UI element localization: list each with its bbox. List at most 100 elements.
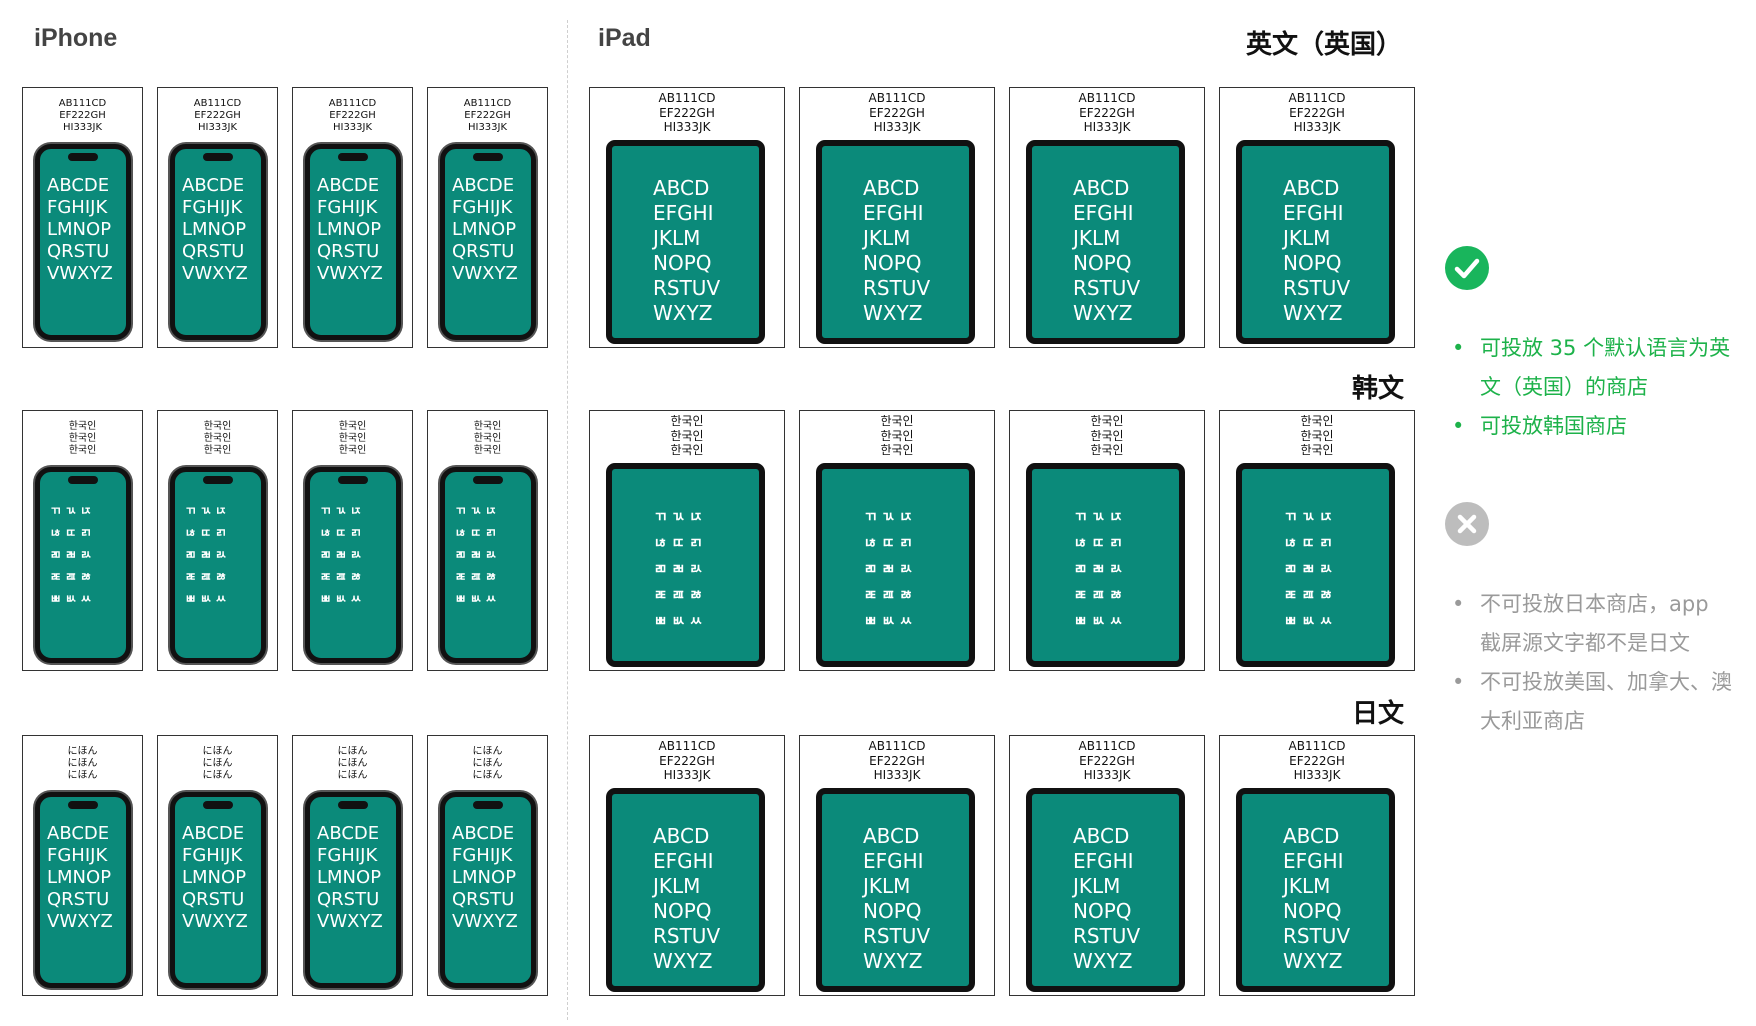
screen-text-line: NOPQ bbox=[1073, 899, 1132, 923]
denied-stores-list: 不可投放日本商店，app 截屏源文字都不是日文 不可投放美国、加拿大、澳大利亚商… bbox=[1446, 585, 1736, 741]
screen-text-line: ㄶ ㄸ ㄺ bbox=[455, 526, 497, 540]
screen-text-line: LMNOP bbox=[452, 219, 517, 240]
screen-text-line: RSTUV bbox=[653, 924, 721, 948]
screen-text-line: ㄶ ㄸ ㄺ bbox=[864, 536, 913, 552]
screen-text-line: WXYZ bbox=[863, 301, 923, 325]
caption-line: にほん bbox=[202, 746, 233, 757]
x-circle-icon bbox=[1445, 502, 1489, 546]
screen-text-line: ㄻ ㄼ ㄽ bbox=[50, 548, 92, 562]
caption-line: にほん bbox=[337, 770, 368, 781]
screen-text-line: ㄲ ㄳ ㄵ bbox=[185, 504, 227, 518]
caption-line: HI333JK bbox=[873, 768, 921, 782]
caption-line: 한국인 bbox=[670, 428, 704, 443]
iphone-heading: iPhone bbox=[34, 24, 118, 52]
caption-line: にほん bbox=[337, 746, 368, 757]
screen-text-line: QRSTU bbox=[317, 241, 380, 262]
caption-line: HI333JK bbox=[62, 122, 103, 133]
screen-text-line: EFGHI bbox=[1283, 201, 1344, 225]
screen-text-line: LMNOP bbox=[47, 219, 112, 240]
screen-text-line: RSTUV bbox=[653, 276, 721, 300]
screen-text-line: ㅃ ㅄ ㅆ bbox=[50, 592, 92, 606]
screen-text-line: ㅃ ㅄ ㅆ bbox=[1284, 614, 1333, 630]
caption-line: AB111CD bbox=[1288, 739, 1346, 753]
caption-line: AB111CD bbox=[868, 739, 926, 753]
notch bbox=[68, 476, 98, 484]
caption-line: 한국인 bbox=[1300, 443, 1334, 457]
caption-line: 한국인 bbox=[338, 433, 367, 444]
caption-line: 한국인 bbox=[880, 414, 914, 428]
screen-text-line: ㅃ ㅄ ㅆ bbox=[864, 614, 913, 630]
screen-text-line: WXYZ bbox=[1283, 301, 1343, 325]
caption-line: 한국인 bbox=[473, 421, 502, 432]
caption-line: にほん bbox=[67, 770, 98, 781]
caption-line: EF222GH bbox=[329, 110, 376, 121]
screen-text-line: RSTUV bbox=[863, 924, 931, 948]
caption-line: 한국인 bbox=[338, 421, 367, 432]
screen-text-line: NOPQ bbox=[653, 899, 712, 923]
caption-line: HI333JK bbox=[1083, 768, 1131, 782]
screen-text-line: VWXYZ bbox=[317, 263, 383, 284]
notch bbox=[473, 476, 503, 484]
screen-text-line: ABCDE bbox=[317, 823, 380, 844]
screen-text-line: QRSTU bbox=[47, 241, 110, 262]
screen-text-line: ㄶ ㄸ ㄺ bbox=[1074, 536, 1123, 552]
screen-text-line: ㄲ ㄳ ㄵ bbox=[1074, 510, 1123, 526]
caption-line: HI333JK bbox=[1083, 120, 1131, 134]
screen-text-line: ㄶ ㄸ ㄺ bbox=[654, 536, 703, 552]
screen-text-line: EFGHI bbox=[1283, 849, 1344, 873]
screen-text-line: ㄶ ㄸ ㄺ bbox=[185, 526, 227, 540]
caption-line: 한국인 bbox=[1090, 428, 1124, 443]
caption-line: 한국인 bbox=[880, 428, 914, 443]
screen-text-line: ABCDE bbox=[182, 175, 245, 196]
screen-text-line: WXYZ bbox=[653, 949, 713, 973]
screen-text-line: ㄾ ㄿ ㅀ bbox=[864, 588, 913, 604]
screen-text-line: FGHIJK bbox=[317, 845, 378, 866]
screen-text-line: WXYZ bbox=[1283, 949, 1343, 973]
screen-text-line: ㄾ ㄿ ㅀ bbox=[50, 570, 92, 584]
caption-line: 한국인 bbox=[338, 445, 367, 456]
language-title-korean: 韩文 bbox=[1352, 374, 1405, 404]
allowed-stores-list: 可投放 35 个默认语言为英文（英国）的商店 可投放韩国商店 bbox=[1446, 329, 1746, 446]
screen-text-line: ABCD bbox=[1283, 824, 1340, 848]
caption-line: 한국인 bbox=[1300, 414, 1334, 428]
caption-line: EF222GH bbox=[1289, 105, 1345, 120]
caption-line: にほん bbox=[472, 758, 503, 769]
screen-text-line: QRSTU bbox=[47, 889, 110, 910]
screen-text-line: JKLM bbox=[1283, 226, 1331, 250]
screen-text-line: FGHIJK bbox=[452, 197, 513, 218]
screen-text-line: ABCD bbox=[1073, 824, 1130, 848]
check-circle-icon bbox=[1445, 246, 1489, 290]
screen-text-line: ㄶ ㄸ ㄺ bbox=[320, 526, 362, 540]
caption-line: HI333JK bbox=[197, 122, 238, 133]
screen-text-line: VWXYZ bbox=[47, 263, 113, 284]
caption-line: HI333JK bbox=[663, 120, 711, 134]
caption-line: AB111CD bbox=[658, 739, 716, 753]
screen-text-line: LMNOP bbox=[452, 867, 517, 888]
screen-text-line: ㅃ ㅄ ㅆ bbox=[654, 614, 703, 630]
screen-text-line: RSTUV bbox=[1283, 924, 1351, 948]
